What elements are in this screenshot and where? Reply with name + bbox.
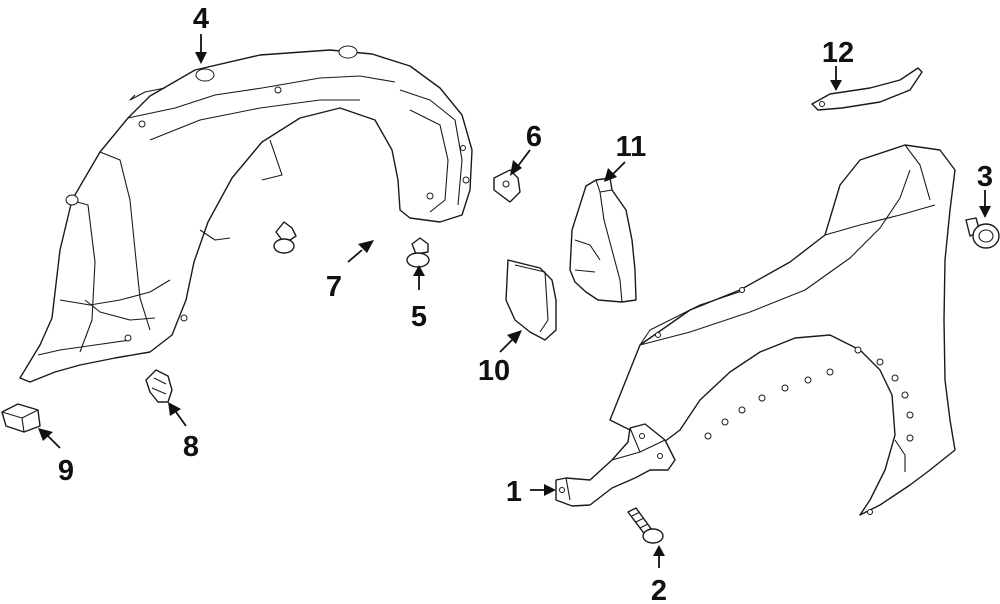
leader-lines <box>38 34 991 568</box>
callout-5: 5 <box>411 301 427 333</box>
callout-4: 4 <box>193 3 209 35</box>
callout-12: 12 <box>822 37 854 69</box>
callout-1: 1 <box>506 476 522 508</box>
callout-8: 8 <box>183 431 199 463</box>
push-pin-7 <box>273 221 297 254</box>
push-pin-5 <box>406 237 430 268</box>
fender-bracket <box>555 423 676 507</box>
callout-3: 3 <box>977 161 993 193</box>
retainer-3 <box>965 217 1000 249</box>
fender-liner <box>19 45 473 383</box>
fender-seal <box>505 259 557 341</box>
callout-6: 6 <box>526 121 542 153</box>
callout-11: 11 <box>616 131 647 163</box>
clip-6 <box>493 169 521 203</box>
fender-insulator <box>569 177 637 303</box>
callout-7: 7 <box>326 271 342 303</box>
nut-clip-8 <box>145 369 173 403</box>
bolt-2 <box>627 507 664 544</box>
callout-9: 9 <box>58 455 74 487</box>
fender-panel <box>609 144 956 516</box>
callout-2: 2 <box>651 575 667 604</box>
callout-10: 10 <box>478 355 510 387</box>
nut-clip-9 <box>1 403 41 433</box>
trim-molding <box>811 67 923 111</box>
